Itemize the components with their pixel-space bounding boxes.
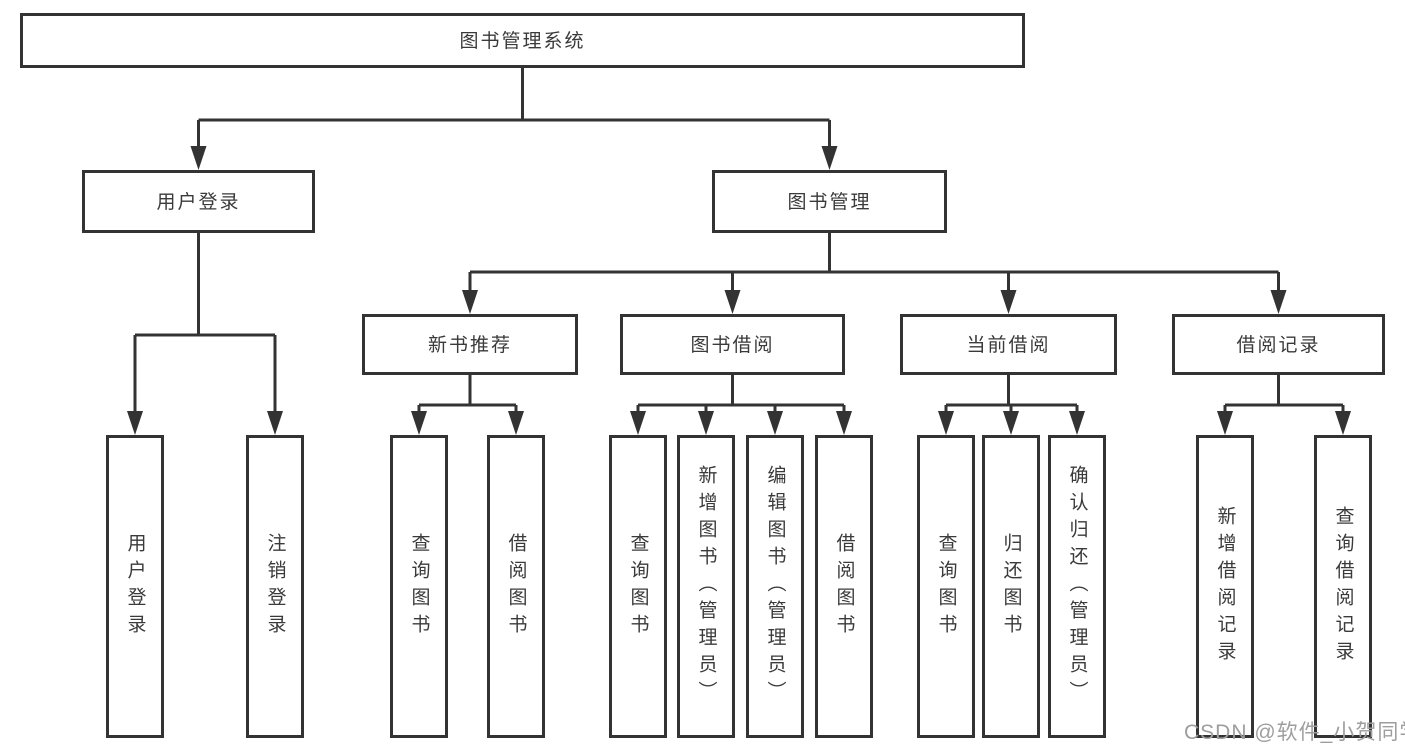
- node-book-borrow: 图书借阅: [620, 314, 845, 375]
- node-new-book-recommend: 新书推荐: [362, 314, 578, 375]
- leaf-user-login-label: 用户登录: [124, 532, 146, 641]
- leaf-confirm-return-admin: 确认归还（管理员）: [1048, 435, 1106, 738]
- arrowheads-current-to-leaves: [938, 411, 1085, 435]
- arrowheads-record-to-leaves: [1217, 411, 1351, 435]
- node-current-borrow: 当前借阅: [900, 314, 1117, 375]
- leaf-edit-book-admin-label: 编辑图书（管理员）: [764, 465, 786, 708]
- node-book-management: 图书管理: [712, 170, 947, 233]
- leaf-borrow-book-label: 借阅图书: [833, 532, 855, 641]
- leaf-borrow-query-book-label: 查询图书: [627, 532, 649, 641]
- leaf-logout: 注销登录: [246, 435, 304, 738]
- node-book-management-label: 图书管理: [787, 192, 872, 213]
- leaf-confirm-return-admin-label: 确认归还（管理员）: [1066, 465, 1088, 708]
- arrowheads-userlogin-to-leaves: [127, 411, 283, 435]
- node-current-borrow-label: 当前借阅: [966, 335, 1051, 356]
- leaf-current-query-book: 查询图书: [917, 435, 975, 738]
- leaf-add-borrow-record-label: 新增借阅记录: [1214, 505, 1236, 668]
- node-library-system: 图书管理系统: [20, 13, 1025, 68]
- node-borrow-record: 借阅记录: [1172, 314, 1385, 375]
- node-book-borrow-label: 图书借阅: [690, 335, 775, 356]
- node-new-book-recommend-label: 新书推荐: [427, 335, 512, 356]
- leaf-return-book: 归还图书: [982, 435, 1040, 738]
- leaf-logout-label: 注销登录: [264, 532, 286, 641]
- node-borrow-record-label: 借阅记录: [1236, 335, 1321, 356]
- connector-newbook-to-leaves: [417, 375, 518, 412]
- leaf-add-borrow-record: 新增借阅记录: [1196, 435, 1254, 738]
- leaf-add-book-admin-label: 新增图书（管理员）: [695, 465, 717, 708]
- leaf-newbook-query-book-label: 查询图书: [408, 532, 430, 641]
- leaf-newbook-borrow-book: 借阅图书: [487, 435, 545, 738]
- connector-borrow-to-leaves: [636, 375, 846, 412]
- node-user-login: 用户登录: [82, 170, 315, 233]
- leaf-borrow-book: 借阅图书: [815, 435, 873, 738]
- leaf-add-book-admin: 新增图书（管理员）: [677, 435, 735, 738]
- connector-userlogin-to-leaves: [133, 233, 277, 412]
- csdn-watermark: CSDN @软件_小贺同学: [1184, 721, 1405, 744]
- leaf-return-book-label: 归还图书: [1000, 532, 1022, 641]
- leaf-borrow-query-book: 查询图书: [609, 435, 667, 738]
- leaf-edit-book-admin: 编辑图书（管理员）: [746, 435, 804, 738]
- connector-record-to-leaves: [1223, 375, 1345, 412]
- leaf-newbook-borrow-book-label: 借阅图书: [505, 532, 527, 641]
- connector-current-to-leaves: [944, 375, 1079, 412]
- arrowheads-newbook-to-leaves: [411, 411, 524, 435]
- leaf-user-login: 用户登录: [106, 435, 164, 738]
- arrowheads-borrow-to-leaves: [630, 411, 852, 435]
- leaf-current-query-book-label: 查询图书: [935, 532, 957, 641]
- connector-root-to-level2: [197, 68, 831, 147]
- node-library-system-label: 图书管理系统: [459, 31, 586, 52]
- leaf-newbook-query-book: 查询图书: [390, 435, 448, 738]
- leaf-query-borrow-record-label: 查询借阅记录: [1332, 505, 1354, 668]
- connector-bookmgmt-to-groups: [468, 233, 1280, 291]
- arrowheads-root-to-level2: [190, 146, 838, 170]
- arrowheads-bookmgmt-to-groups: [462, 290, 1287, 314]
- leaf-query-borrow-record: 查询借阅记录: [1314, 435, 1372, 738]
- node-user-login-label: 用户登录: [156, 192, 241, 213]
